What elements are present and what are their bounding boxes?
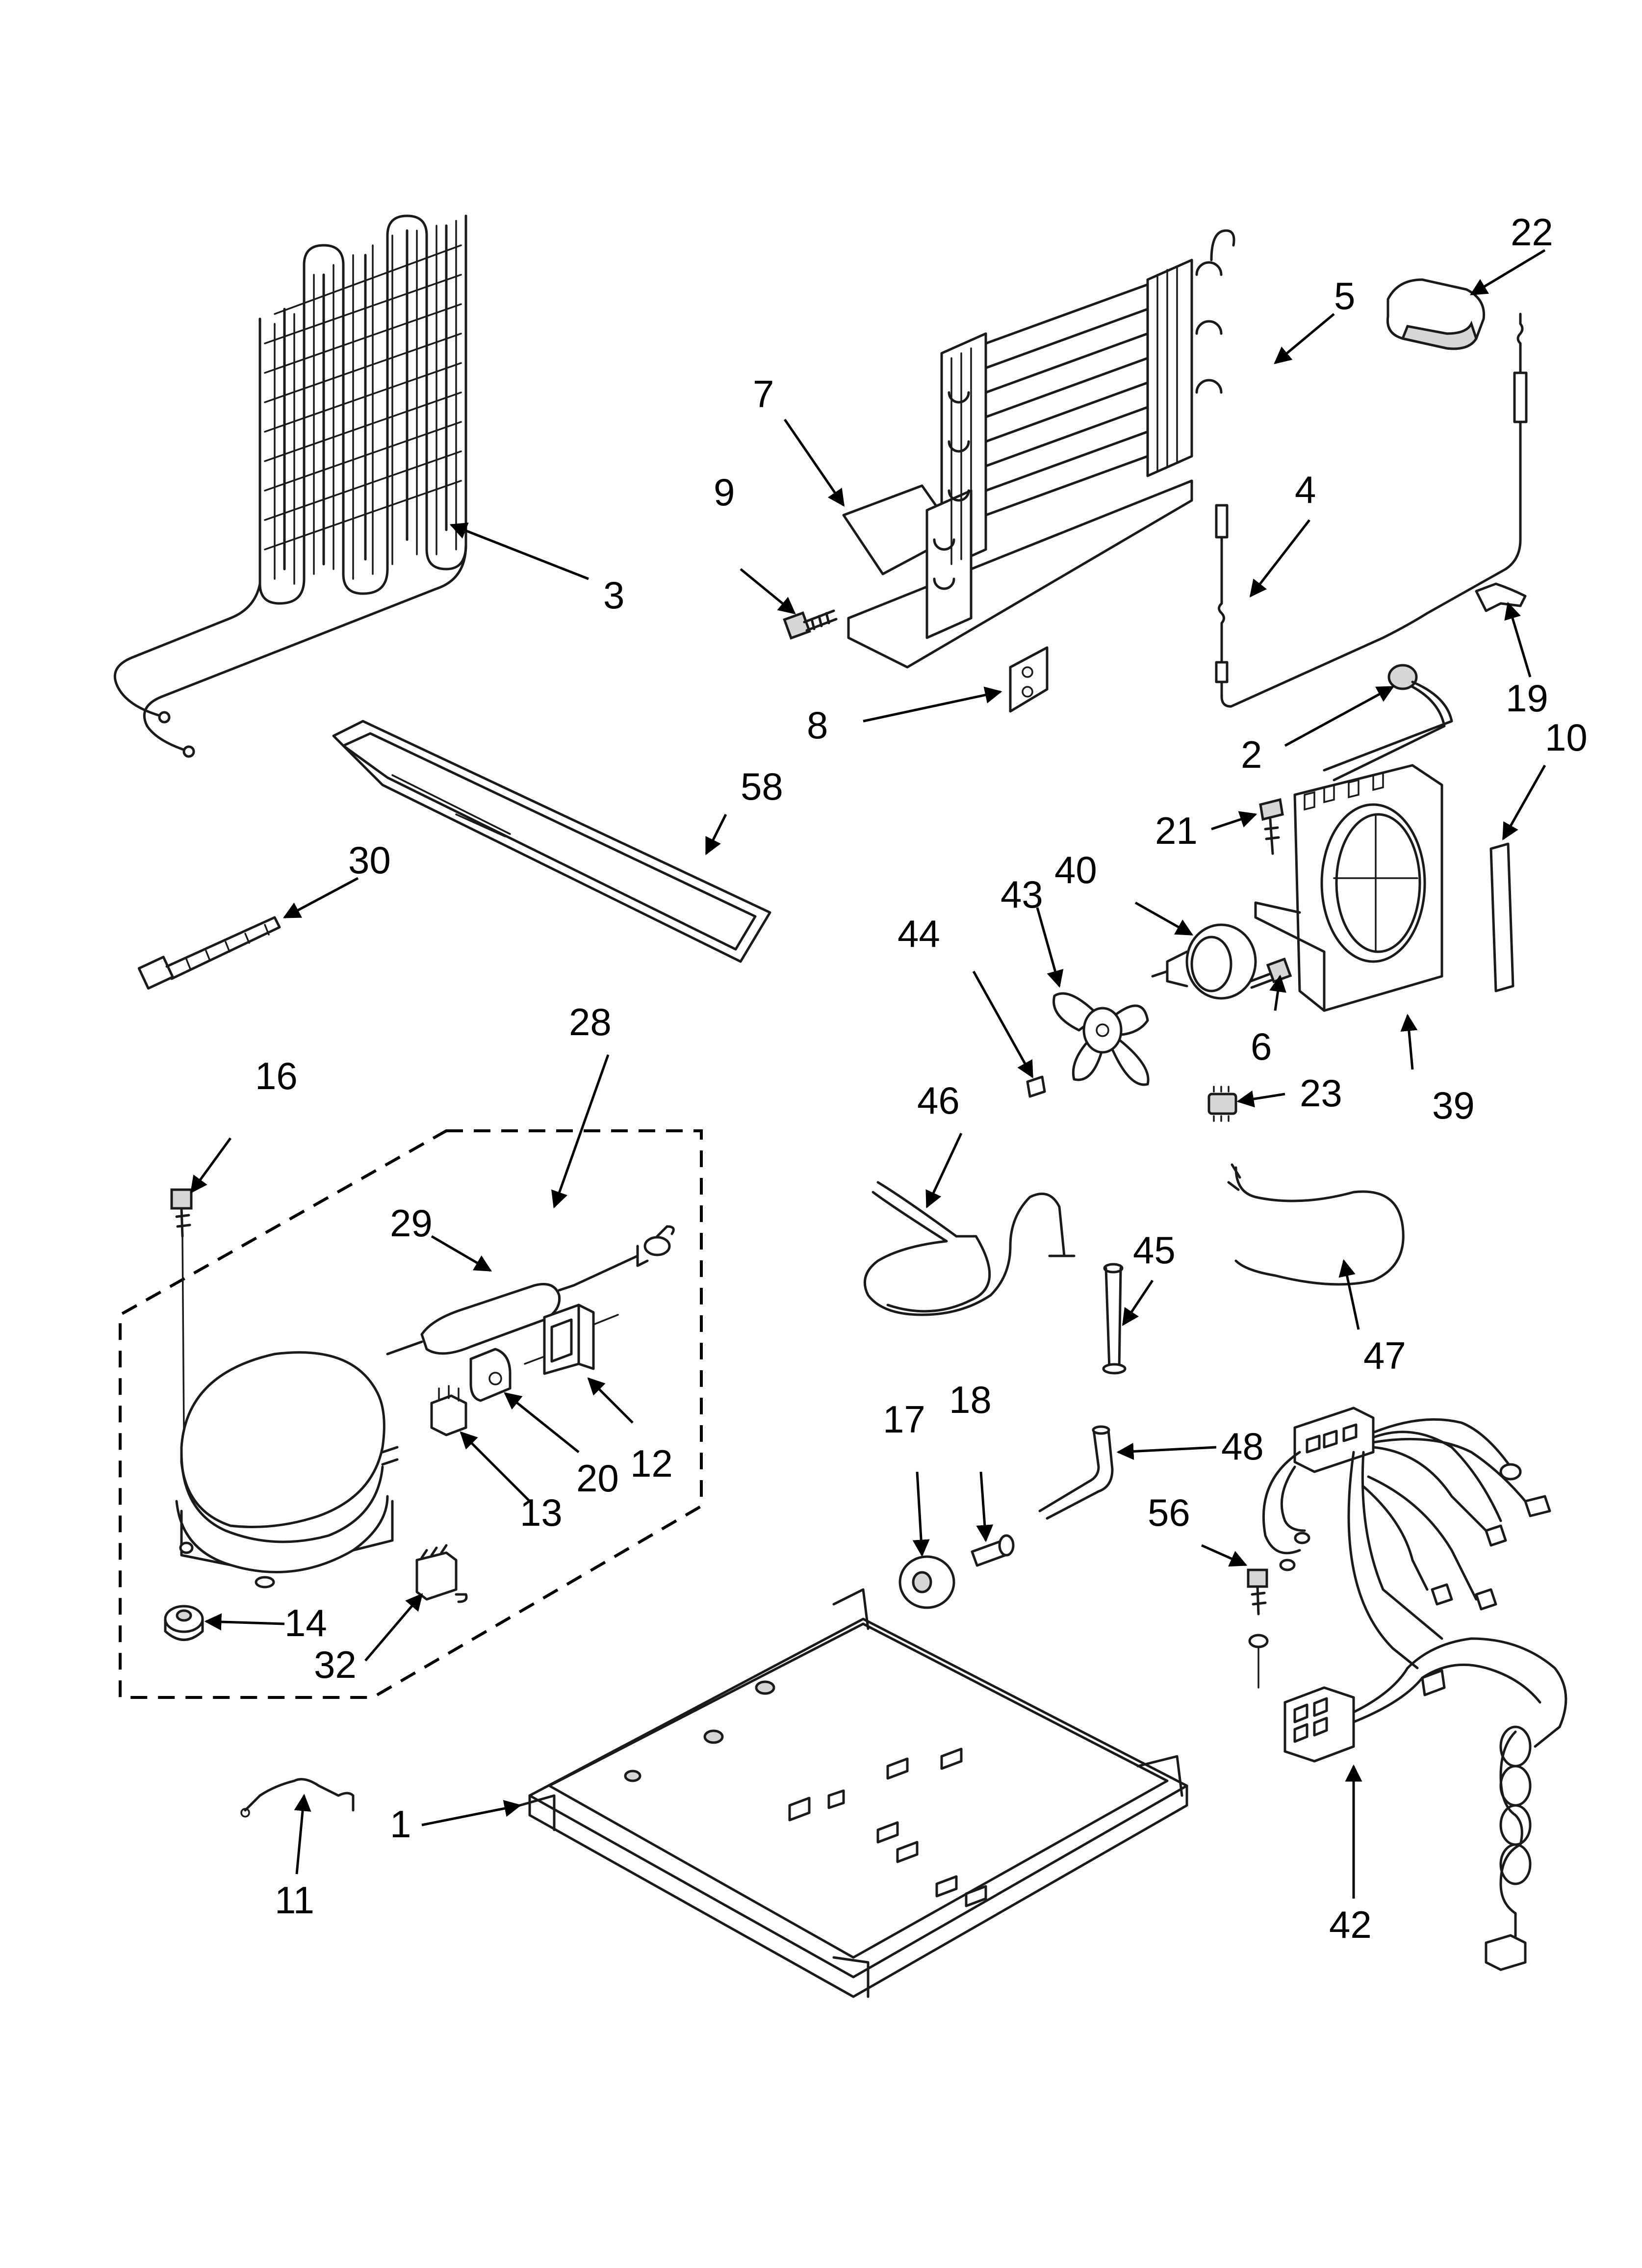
callout-28: 28 — [569, 1000, 612, 1043]
callout-44: 44 — [898, 912, 940, 955]
callout-42: 42 — [1329, 1903, 1372, 1946]
callout-17: 17 — [883, 1398, 925, 1441]
callout-5: 5 — [1334, 274, 1355, 317]
roller — [898, 1555, 955, 1609]
callout-58: 58 — [741, 765, 783, 808]
callout-10: 10 — [1545, 716, 1588, 759]
grommet-wire — [1323, 664, 1453, 782]
callout-18: 18 — [949, 1378, 992, 1421]
terminal-cover — [430, 1385, 467, 1436]
fan-retainer-clip — [1026, 1075, 1046, 1098]
base-pan — [518, 1588, 1188, 1998]
callout-21: 21 — [1155, 809, 1198, 852]
wire-harness — [1262, 1407, 1567, 1971]
evaporator-bracket — [842, 479, 1193, 669]
gasket-strip — [1489, 842, 1514, 992]
condenser-coil — [113, 214, 467, 758]
callout-39: 39 — [1432, 1084, 1475, 1127]
shaft-pin — [1102, 1263, 1127, 1375]
callout-11: 11 — [275, 1878, 314, 1922]
screw-9 — [783, 609, 838, 640]
cable-tie — [137, 916, 281, 990]
callout-45: 45 — [1133, 1228, 1176, 1272]
screw-21 — [1259, 798, 1284, 855]
callout-48: 48 — [1221, 1425, 1264, 1468]
screw-16 — [170, 1188, 193, 1434]
filter-drier — [386, 1225, 675, 1356]
callout-2: 2 — [1241, 733, 1262, 776]
callout-47: 47 — [1363, 1334, 1406, 1377]
roller-axle — [971, 1534, 1015, 1567]
clip-19 — [1475, 582, 1527, 612]
water-line — [1227, 1163, 1405, 1286]
compressor — [175, 1351, 399, 1589]
callout-22: 22 — [1511, 210, 1553, 254]
wire-clip — [240, 1778, 355, 1818]
compressor-grommet — [164, 1605, 204, 1641]
cap — [1386, 278, 1486, 350]
callout-7: 7 — [753, 372, 774, 416]
bracket-clip — [1009, 646, 1049, 713]
callout-9: 9 — [714, 470, 735, 514]
fan-motor — [1151, 923, 1257, 1000]
callout-12: 12 — [630, 1442, 673, 1485]
callout-32: 32 — [314, 1643, 357, 1686]
connector-tube — [1038, 1425, 1114, 1520]
callout-1: 1 — [390, 1802, 411, 1846]
callout-19: 19 — [1506, 677, 1548, 720]
fastener-23 — [1207, 1086, 1237, 1122]
callout-56: 56 — [1148, 1491, 1190, 1534]
callout-8: 8 — [807, 704, 828, 747]
callout-numbers: 3 58 30 7 9 8 5 22 4 19 2 10 21 39 6 23 … — [255, 210, 1588, 1946]
drain-tube — [863, 1181, 1076, 1316]
fan-blade — [1052, 992, 1150, 1086]
fan-shroud — [1254, 764, 1443, 1012]
drain-pan — [332, 720, 771, 963]
leader-lines — [190, 249, 1546, 1899]
callout-4: 4 — [1295, 468, 1316, 511]
callout-46: 46 — [917, 1079, 960, 1122]
defrost-thermostat-sensor — [1215, 313, 1528, 708]
start-relay — [469, 1348, 512, 1402]
callout-14: 14 — [284, 1601, 327, 1644]
run-capacitor — [415, 1544, 468, 1603]
screw-56 — [1247, 1568, 1269, 1689]
overload-protector — [524, 1303, 619, 1375]
callout-13: 13 — [520, 1491, 563, 1534]
callout-6: 6 — [1251, 1025, 1272, 1068]
callout-43: 43 — [1001, 873, 1043, 916]
callout-30: 30 — [348, 838, 391, 882]
evaporator — [925, 229, 1235, 639]
callout-3: 3 — [603, 574, 624, 617]
callout-40: 40 — [1054, 848, 1097, 891]
callout-16: 16 — [255, 1054, 298, 1097]
callout-29: 29 — [390, 1201, 433, 1245]
callout-23: 23 — [1300, 1071, 1342, 1115]
callout-20: 20 — [576, 1457, 619, 1500]
compressor-assembly — [119, 1129, 703, 1699]
